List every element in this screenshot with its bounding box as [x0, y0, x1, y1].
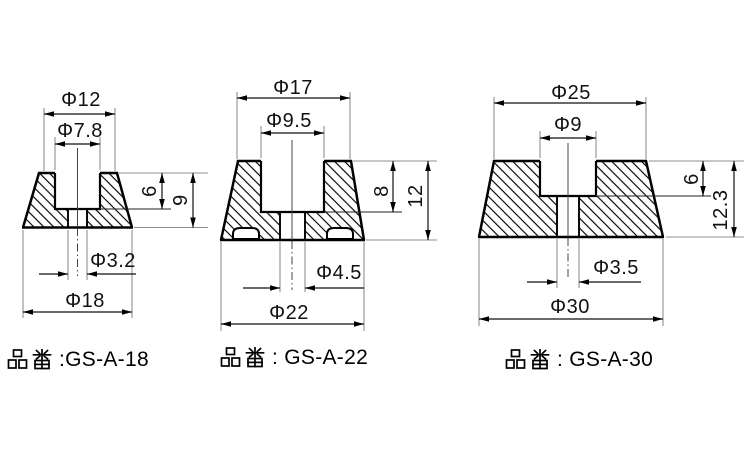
dim-hole-diameter-gs-a-18: Φ3.2	[90, 250, 136, 272]
dim-top-diameter-gs-a-30: Φ25	[551, 82, 591, 104]
dim-hole-diameter-gs-a-22: Φ4.5	[316, 262, 362, 284]
dim-total-height-gs-a-18: 9	[170, 194, 192, 206]
part-number-code: : GS-A-30	[557, 348, 654, 371]
extension-lines	[220, 92, 437, 331]
dim-recess-diameter-gs-a-22: Φ9.5	[266, 110, 312, 132]
part-number-label-gs-a-22: : GS-A-22	[220, 345, 368, 371]
dimension-lines	[221, 95, 431, 327]
dim-recess-depth-gs-a-18: 6	[139, 185, 161, 197]
hinban-kanji-text	[7, 349, 52, 370]
part-number-label-gs-a-30: : GS-A-30	[505, 347, 653, 373]
hinban-kanji-text	[220, 347, 265, 368]
part-number-code: : GS-A-22	[272, 346, 369, 369]
dim-base-diameter-gs-a-22: Φ22	[269, 302, 309, 324]
base-arch-right	[326, 227, 354, 240]
dim-top-diameter-gs-a-22: Φ17	[273, 77, 313, 99]
hole-outline	[279, 212, 306, 240]
hole-outline	[67, 209, 88, 228]
body-outline	[477, 159, 665, 239]
dim-hole-diameter-gs-a-30: Φ3.5	[593, 257, 639, 279]
dim-recess-depth-gs-a-22: 8	[371, 185, 393, 197]
figure-drawing-gs-a-18	[21, 108, 208, 318]
dim-total-height-gs-a-22: 12	[405, 184, 427, 208]
hole-outline	[556, 196, 580, 237]
dim-recess-diameter-gs-a-18: Φ7.8	[57, 120, 103, 142]
part-number-label-gs-a-18: :GS-A-18	[7, 347, 149, 373]
part-number-code: :GS-A-18	[59, 348, 149, 371]
dim-base-diameter-gs-a-18: Φ18	[65, 290, 105, 312]
extension-lines	[478, 97, 744, 326]
dimension-lines	[479, 100, 737, 322]
dim-total-height-gs-a-30: 12.3	[710, 189, 732, 231]
dim-base-diameter-gs-a-30: Φ30	[550, 296, 590, 318]
figure-drawing-gs-a-22	[219, 92, 437, 331]
dim-top-diameter-gs-a-18: Φ12	[61, 89, 101, 111]
base-arch-left	[232, 227, 260, 240]
dim-recess-diameter-gs-a-30: Φ9	[553, 114, 583, 136]
dimension-lines	[23, 111, 196, 315]
figure-drawing-gs-a-30	[477, 97, 744, 326]
hinban-kanji-text	[505, 349, 550, 370]
dim-recess-depth-gs-a-30: 6	[681, 173, 703, 185]
